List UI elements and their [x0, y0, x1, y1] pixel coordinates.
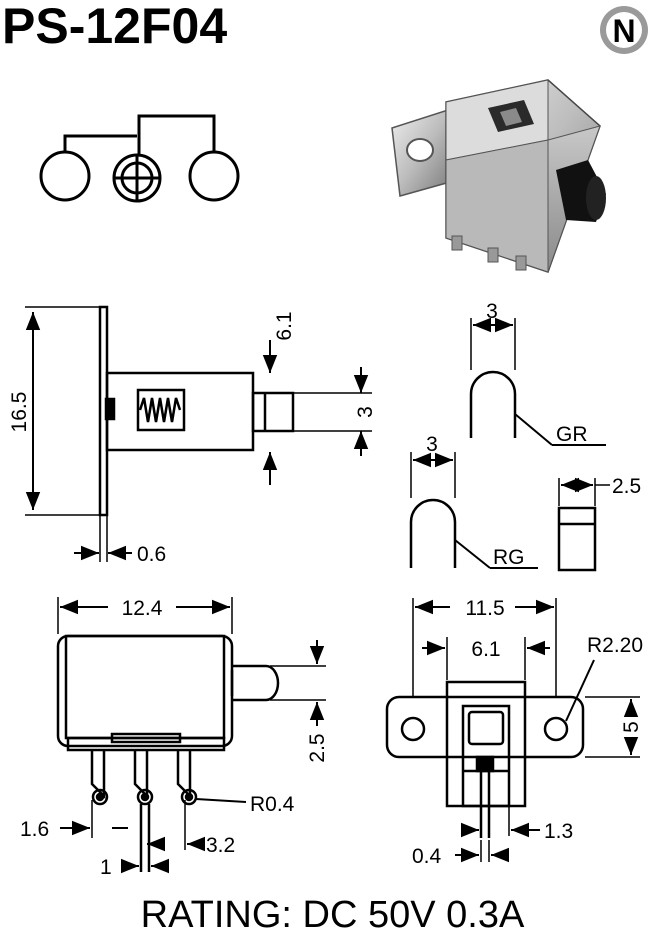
gr-contact — [469, 317, 606, 446]
schematic-symbol — [39, 114, 240, 203]
front-view — [56, 597, 326, 874]
side-view — [25, 305, 372, 562]
dim-top-pin-width: 0.4 — [412, 845, 442, 868]
rg-contact — [409, 452, 538, 569]
dim-side-actuator-offset: 6.1 — [273, 311, 296, 340]
dim-slot-width: 2.5 — [612, 475, 641, 498]
dim-side-height: 16.5 — [8, 392, 31, 433]
slot-detail — [557, 477, 610, 572]
logo-letter: N — [612, 13, 635, 49]
product-photo — [391, 79, 606, 273]
dim-top-hole-span: 11.5 — [465, 597, 504, 620]
dim-side-actuator-height: 3 — [354, 406, 377, 418]
dim-front-pin-width: 1 — [100, 856, 112, 879]
dim-front-width: 12.4 — [122, 597, 163, 620]
dim-front-actuator-height: 2.5 — [306, 733, 329, 762]
dim-rg-width: 3 — [426, 433, 438, 456]
dim-top-flange-height: 5 — [620, 721, 643, 733]
dim-top-hole-radius: R2.20 — [587, 634, 643, 657]
dim-side-plate-thickness: 0.6 — [137, 543, 166, 566]
dim-front-pin-radius: R0.4 — [250, 793, 295, 816]
product-title: PS-12F04 — [2, 0, 228, 54]
rating-label: RATING: DC 50V 0.3A — [140, 894, 525, 936]
gr-label: GR — [556, 423, 588, 446]
top-view — [385, 598, 640, 863]
rg-label: RG — [493, 546, 525, 569]
brand-logo: N — [600, 6, 648, 54]
dim-top-body-width: 6.1 — [471, 638, 500, 661]
dim-front-pin-edge: 1.6 — [20, 818, 49, 841]
dim-front-pin-pitch: 3.2 — [206, 834, 235, 857]
dim-gr-width: 3 — [486, 300, 498, 323]
dim-top-pin-offset: 1.3 — [544, 820, 573, 843]
